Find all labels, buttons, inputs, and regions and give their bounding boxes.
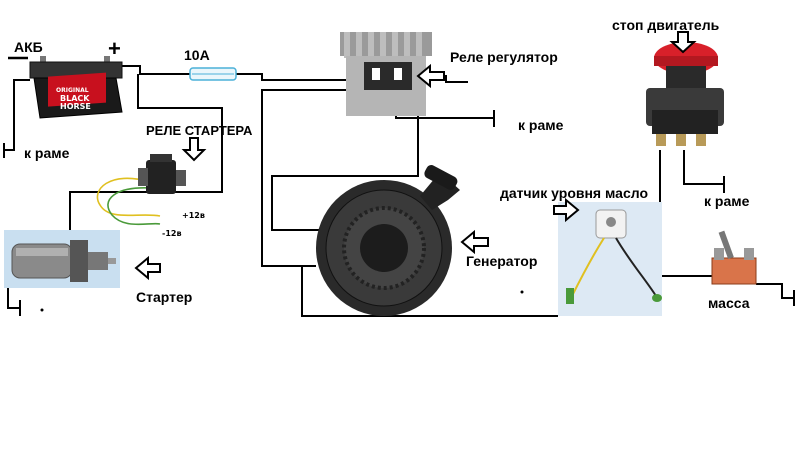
regulator <box>340 32 432 116</box>
label-regulator: Реле регулятор <box>450 49 558 65</box>
label-generator: Генератор <box>466 253 537 269</box>
battery: ORIGINAL BLACK HORSE <box>29 56 123 119</box>
battery-sticker-line2: BLACK <box>60 94 90 103</box>
toggle-switch <box>711 230 757 285</box>
wire-fuse-regulator <box>236 73 372 81</box>
wire-generator-bottom <box>301 266 558 317</box>
starter-relay <box>138 154 186 194</box>
label-frame-battery: к раме <box>24 145 70 161</box>
wire-battery-frame <box>4 79 30 151</box>
arrow-left-starter-icon <box>134 255 161 281</box>
wire-sensor-stop <box>659 150 720 277</box>
relay-wire-yellow <box>96 177 161 217</box>
label-minus12: -12в <box>162 229 182 238</box>
label-starter: Стартер <box>136 289 192 305</box>
label-plus: + <box>108 36 121 61</box>
dot <box>40 308 44 312</box>
label-ground: масса <box>708 295 750 311</box>
dot <box>520 290 524 294</box>
relay-wire-green <box>107 187 161 226</box>
label-frame-regulator: к раме <box>518 117 564 133</box>
stop-button <box>646 42 724 146</box>
oil-sensor <box>558 202 662 316</box>
arrow-down-stop-icon <box>669 31 697 54</box>
wire-battery-relay <box>137 74 223 193</box>
label-oil-sensor: датчик уровня масло <box>500 185 648 201</box>
wire-toggle-ground <box>756 283 794 299</box>
generator <box>316 165 460 316</box>
label-plus12: +12в <box>182 211 205 220</box>
label-frame-stop: к раме <box>704 193 750 209</box>
fuse <box>189 67 237 81</box>
arrow-right-sensor-icon <box>553 197 580 223</box>
arrow-down-relay-icon <box>181 137 207 162</box>
relay-wires <box>96 177 161 226</box>
starter-motor <box>4 230 120 288</box>
wire-stop-frame <box>683 150 724 185</box>
label-stop: стоп двигатель <box>612 17 720 33</box>
label-starter-relay: РЕЛЕ СТАРТЕРА <box>146 123 253 138</box>
battery-sticker-line3: HORSE <box>60 102 91 111</box>
label-fuse: 10А <box>184 47 210 63</box>
arrow-left-generator-icon <box>460 229 489 255</box>
arrow-left-regulator-icon <box>416 63 445 89</box>
battery-sticker-line1: ORIGINAL <box>56 87 89 94</box>
label-battery: АКБ <box>14 39 43 55</box>
wire-battery-fuse <box>118 65 190 75</box>
